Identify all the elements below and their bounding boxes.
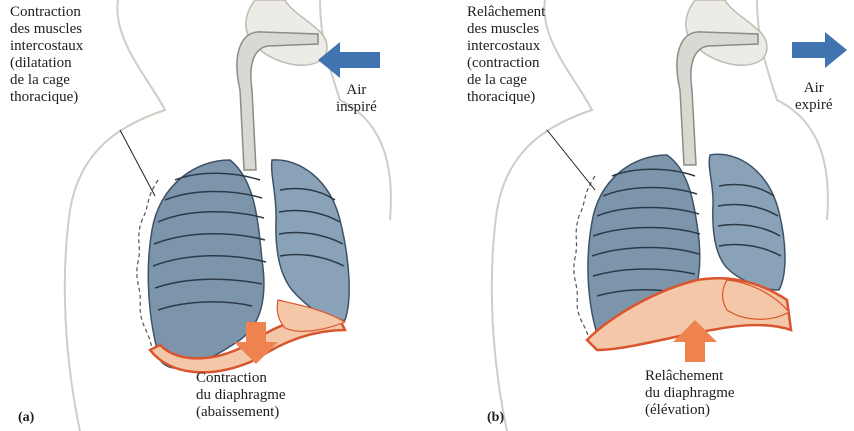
air-expired-label: Air expiré (795, 80, 832, 114)
panel-a-letter: (a) (18, 410, 34, 426)
diaphragm-relaxation-label: Relâchement du diaphragme (élévation) (645, 368, 735, 419)
muscle-contraction-label: Contraction des muscles intercostaux (di… (10, 4, 83, 106)
diaphragm-contraction-label: Contraction du diaphragme (abaissement) (196, 370, 286, 421)
muscle-label-leader (547, 130, 595, 190)
muscle-label-leader (120, 130, 155, 196)
muscle-relaxation-label: Relâchement des muscles intercostaux (co… (467, 4, 545, 106)
panel-b-letter: (b) (487, 410, 504, 426)
lung-right (709, 154, 785, 290)
air-inspired-label: Air inspiré (336, 82, 377, 116)
lung-right (272, 160, 350, 321)
panel-expiration: Relâchement des muscles intercostaux (co… (427, 0, 854, 431)
air-expired-arrow (792, 32, 847, 68)
panel-inspiration: Contraction des muscles intercostaux (di… (0, 0, 427, 431)
